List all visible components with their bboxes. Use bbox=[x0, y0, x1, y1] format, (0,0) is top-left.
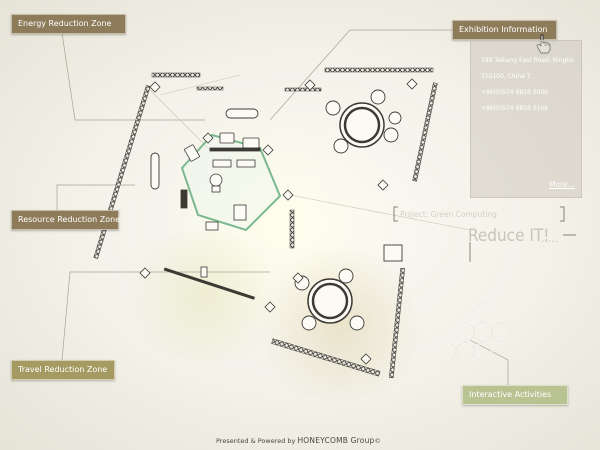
address-line-1: 189 Taikang East Road, Ningbo bbox=[481, 57, 574, 64]
table-lower bbox=[294, 268, 365, 331]
address-line-2: 315100, China T: bbox=[481, 73, 532, 80]
resource-reduction-zone-label[interactable]: Resource Reduction Zone bbox=[11, 210, 121, 230]
footer-credit: Presented & Powered by HONEYCOMB Group© bbox=[216, 436, 381, 445]
interactive-connector bbox=[469, 339, 509, 385]
truss-right-vertical bbox=[412, 82, 438, 182]
radial-line-3 bbox=[159, 74, 241, 96]
connector-lines bbox=[56, 29, 509, 385]
project-brackets bbox=[393, 206, 576, 262]
truss-left-diagonal bbox=[93, 85, 151, 259]
project-title: Project: Green Computing bbox=[400, 210, 497, 219]
more-link[interactable]: More... bbox=[549, 180, 575, 189]
radial-line-1 bbox=[289, 194, 471, 231]
truss-lower-right-vertical bbox=[388, 267, 406, 379]
pill-stand-left bbox=[150, 152, 160, 190]
exhibition-information-button[interactable]: Exhibition Information bbox=[452, 20, 557, 40]
reduce-it-dots: ..... bbox=[541, 232, 559, 245]
small-box-lower bbox=[200, 266, 208, 278]
exhibition-button-text: Exhibition Information bbox=[459, 25, 548, 34]
honeycomb-shadow bbox=[437, 301, 511, 363]
footer-prefix: Presented & Powered by bbox=[216, 437, 296, 445]
small-cabinet bbox=[383, 244, 403, 262]
phone-1: +86(0)574 8818 0000 bbox=[481, 89, 548, 96]
truss-segments bbox=[93, 67, 438, 379]
energy-connector bbox=[61, 32, 205, 121]
table-upper bbox=[325, 89, 402, 154]
interactive-activities-label[interactable]: Interactive Activities bbox=[462, 385, 568, 405]
truss-top-left bbox=[151, 72, 201, 78]
resource-zone-text: Resource Reduction Zone bbox=[18, 215, 121, 224]
booth-furniture bbox=[180, 132, 261, 231]
exhibition-info-panel: 189 Taikang East Road, Ningbo 315100, Ch… bbox=[470, 40, 582, 198]
pill-stand-top bbox=[225, 108, 259, 119]
resource-connector bbox=[56, 184, 135, 214]
radial-line-2 bbox=[149, 89, 211, 151]
footer-brand: HONEYCOMB Group bbox=[297, 436, 375, 445]
reduce-it-slogan: Reduce IT! bbox=[468, 226, 550, 246]
phone-2: +86(0)574 8818 0168 bbox=[481, 105, 548, 112]
travel-reduction-zone-label[interactable]: Travel Reduction Zone bbox=[11, 360, 115, 380]
energy-reduction-zone-label[interactable]: Energy Reduction Zone bbox=[11, 14, 126, 34]
footer-mark: © bbox=[374, 437, 382, 445]
travel-connector bbox=[61, 271, 270, 361]
plant-markers bbox=[139, 78, 418, 365]
truss-top-right bbox=[324, 67, 434, 73]
truss-bottom bbox=[271, 338, 381, 377]
energy-zone-text: Energy Reduction Zone bbox=[18, 19, 112, 28]
truss-small-1 bbox=[196, 86, 224, 91]
truss-small-2 bbox=[284, 87, 322, 92]
truss-lower-left bbox=[163, 267, 255, 300]
interactive-text: Interactive Activities bbox=[469, 390, 552, 399]
travel-zone-text: Travel Reduction Zone bbox=[18, 365, 108, 374]
truss-center-vertical bbox=[289, 209, 295, 249]
